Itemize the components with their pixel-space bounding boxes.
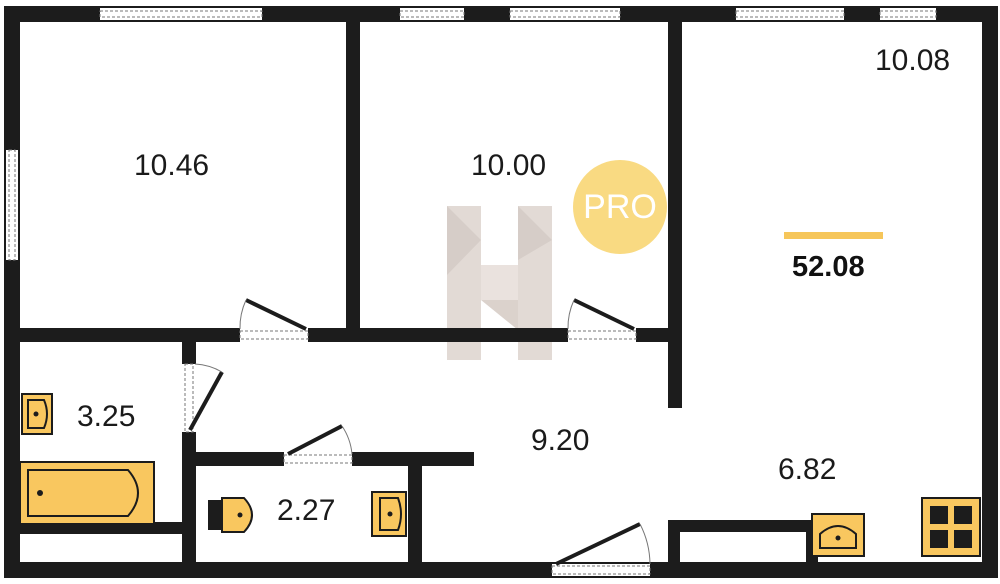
room-area-label: 10.46 — [134, 149, 210, 182]
wc-sink — [371, 491, 407, 537]
bathtub — [19, 461, 155, 525]
room-area-label: 10.08 — [875, 44, 951, 77]
watermark-logo — [447, 206, 552, 360]
entrance-door — [551, 522, 651, 576]
room-area-label: 9.20 — [531, 424, 590, 457]
windows — [6, 8, 937, 261]
stove — [921, 497, 981, 557]
interior-walls — [20, 22, 818, 564]
pro-badge: PRO — [573, 160, 667, 254]
room-area-label: 6.82 — [778, 453, 837, 486]
toilet — [208, 497, 253, 533]
total-area: 52.08 — [792, 251, 865, 283]
total-area-bar — [784, 232, 883, 239]
room-area-label: 3.25 — [77, 400, 136, 433]
room-area-label: 10.00 — [471, 149, 547, 182]
room-area-label: 2.27 — [277, 494, 336, 527]
kitchen-sink — [811, 513, 865, 557]
interior-doors — [183, 298, 637, 465]
bathroom-sink — [21, 393, 53, 435]
